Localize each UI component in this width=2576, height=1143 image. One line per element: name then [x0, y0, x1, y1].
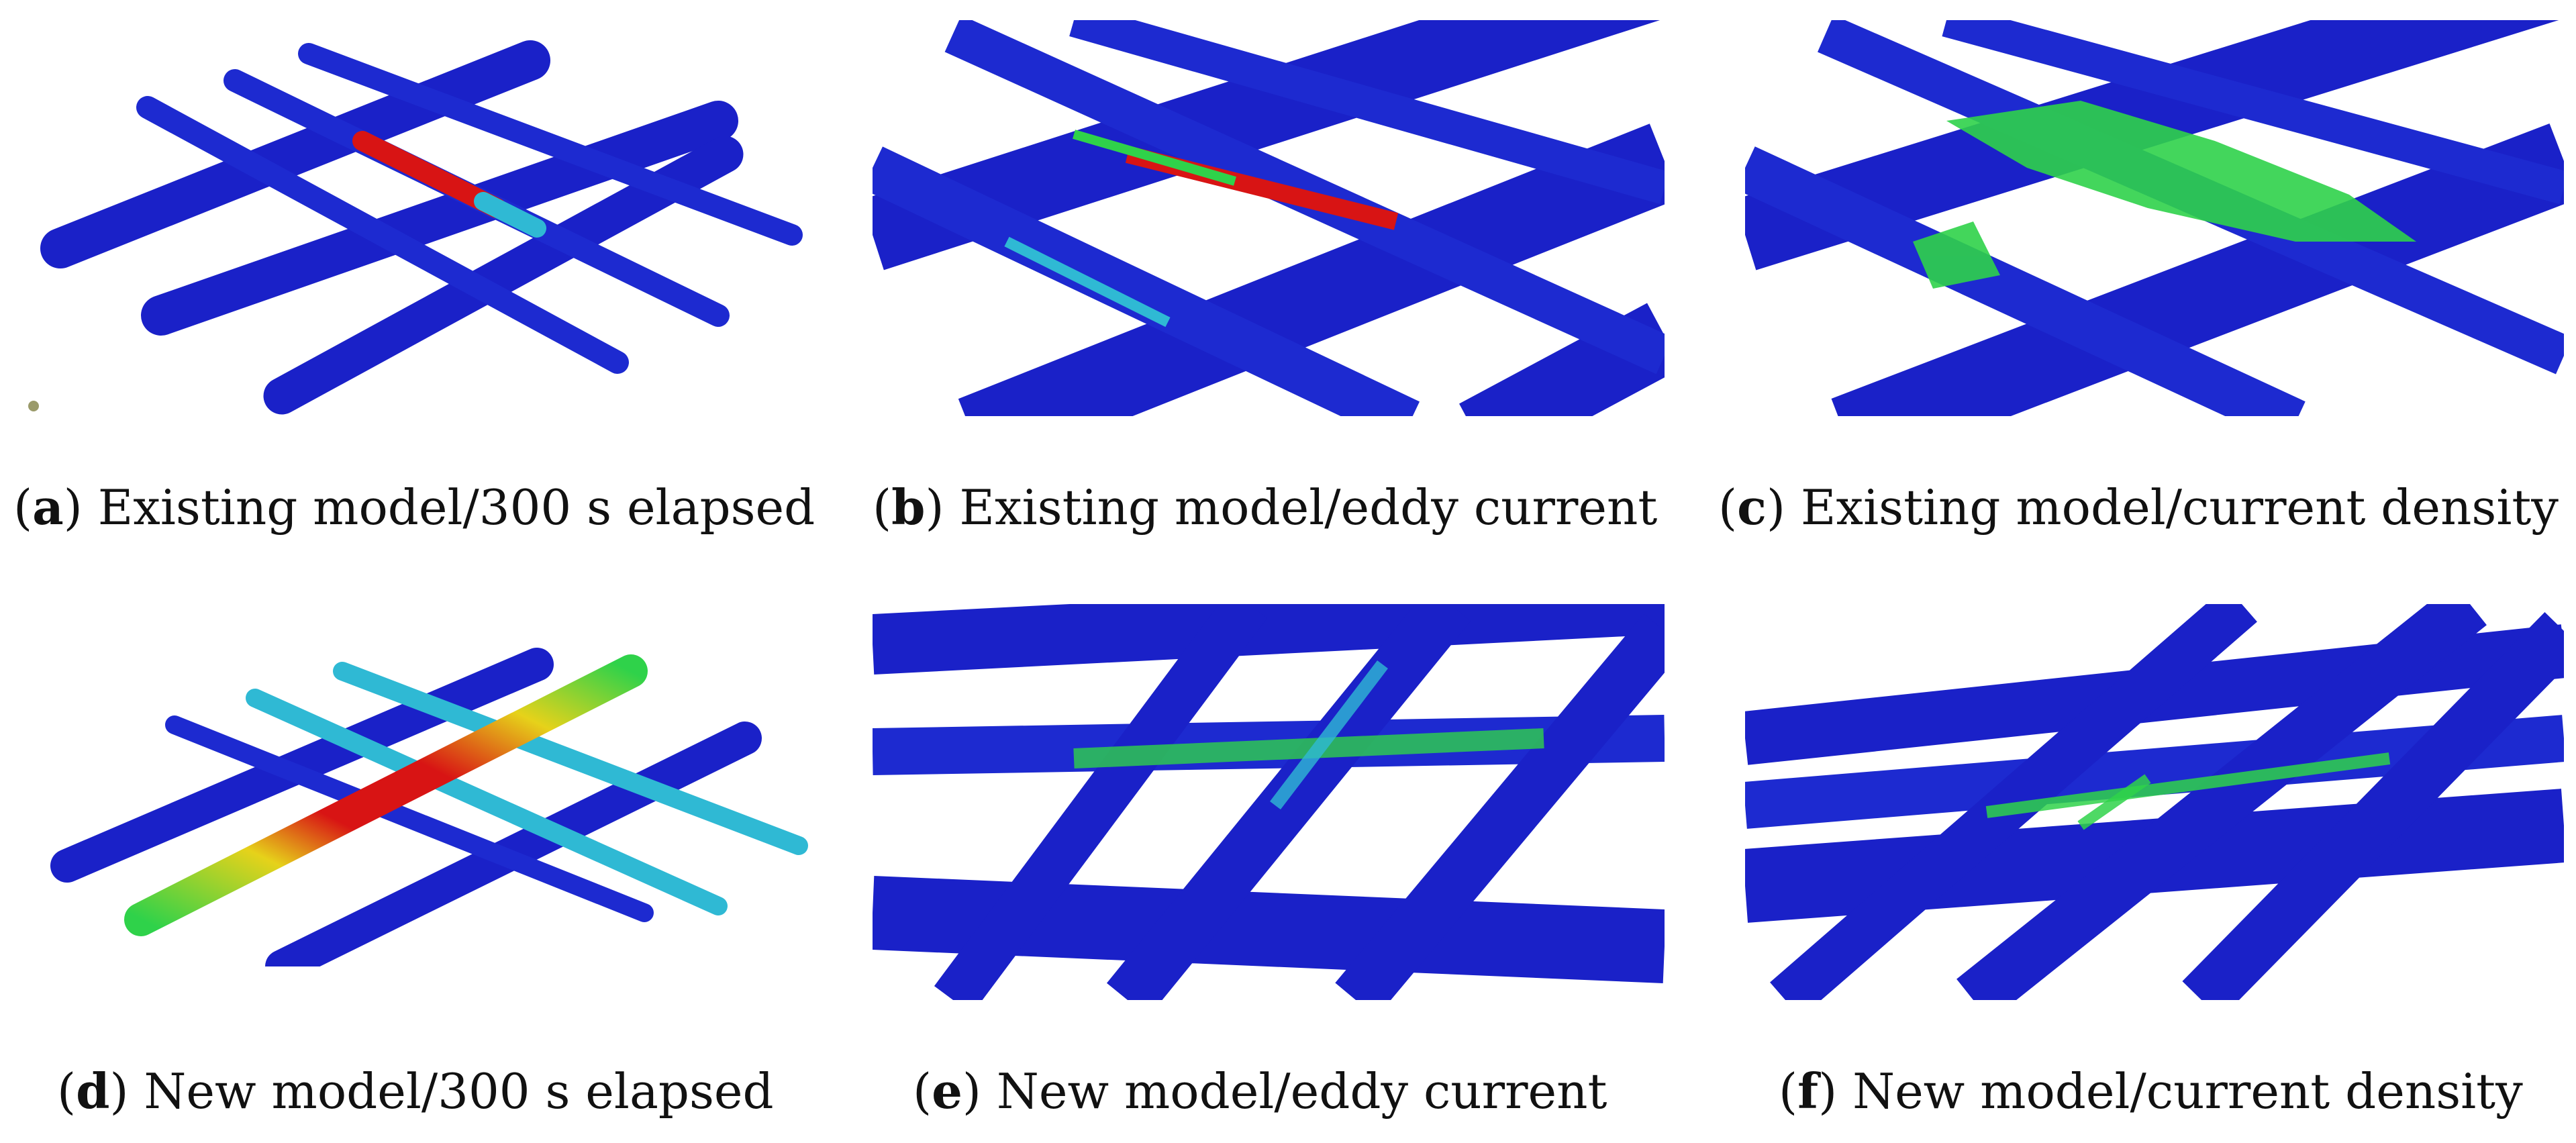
- warm-zone: [474, 192, 546, 238]
- rod: [136, 96, 629, 374]
- caption-b: (b) Existing model/eddy current: [873, 479, 1658, 536]
- grid-render-f: [1745, 604, 2564, 1000]
- panel-d-image: [40, 617, 826, 966]
- caption-d: (d) New model/300 s elapsed: [57, 1062, 774, 1120]
- panel-c-image: [1745, 20, 2564, 416]
- grid-render-b: [873, 20, 1665, 416]
- panel-b-image: [873, 20, 1665, 416]
- caption-c: (c) Existing model/current density: [1718, 479, 2559, 536]
- grid-render-d: [50, 648, 808, 966]
- axis-glyph: [28, 401, 39, 411]
- caption-a: (a) Existing model/300 s elapsed: [13, 479, 815, 536]
- grid-render-c: [1745, 20, 2564, 416]
- rod: [263, 136, 744, 415]
- rod: [298, 43, 803, 246]
- grid-render-e: [873, 604, 1665, 1000]
- panel-a-image: [13, 34, 826, 423]
- caption-f: (f) New model/current density: [1779, 1062, 2523, 1120]
- rod: [141, 101, 738, 336]
- panel-f-image: [1745, 604, 2564, 1000]
- grid-render-a: [28, 40, 803, 415]
- caption-e: (e) New model/eddy current: [913, 1062, 1607, 1120]
- rod: [40, 40, 550, 268]
- hot-zone: [352, 131, 507, 218]
- panel-e-image: [873, 604, 1665, 1000]
